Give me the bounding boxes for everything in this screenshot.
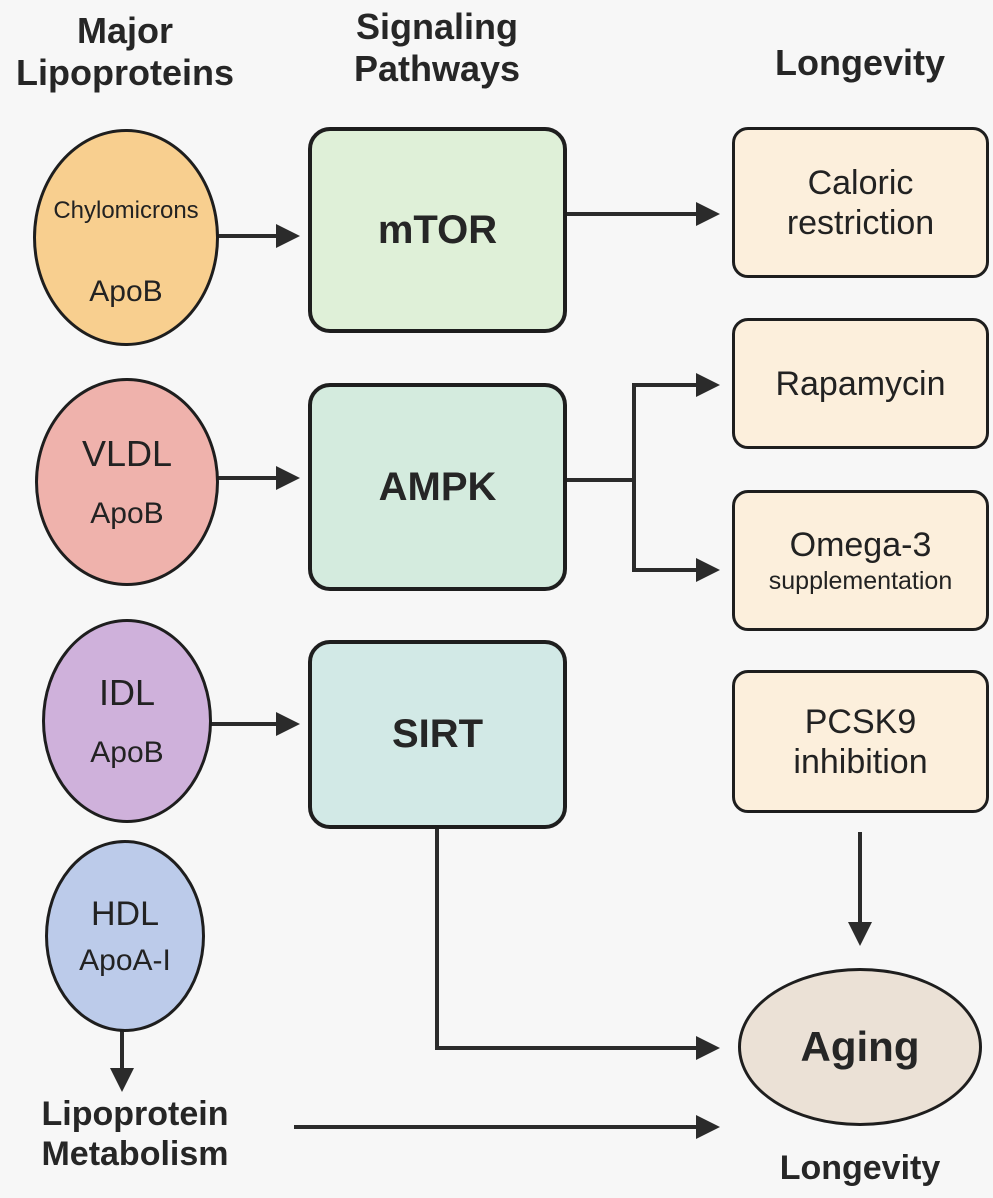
header-line: Major — [76, 10, 173, 51]
node-rapamycin: Rapamycin — [732, 318, 989, 449]
label-longevity-bottom: Longevity — [779, 1149, 941, 1187]
node-label: inhibition — [793, 742, 928, 781]
node-chylomicrons: Chylomicrons ApoB — [33, 129, 219, 346]
node-hdl: HDL ApoA-I — [45, 840, 205, 1032]
label-lipoprotein-metabolism: Lipoprotein Metabolism — [15, 1094, 255, 1174]
node-pcsk9-inhibition: PCSK9 inhibition — [732, 670, 989, 813]
header-longevity: Longevity — [774, 42, 945, 83]
node-label: Omega-3 — [789, 525, 932, 564]
node-label: PCSK9 — [804, 702, 917, 741]
node-sublabel: ApoB — [89, 274, 163, 308]
node-label: HDL — [90, 894, 160, 933]
node-ampk: AMPK — [308, 383, 567, 591]
node-label: Aging — [800, 1023, 920, 1070]
header-line: Signaling — [356, 6, 518, 47]
node-label: AMPK — [378, 464, 497, 509]
node-sublabel: ApoB — [90, 736, 164, 769]
arrow-ampk-to-omega3 — [632, 480, 720, 582]
node-mtor: mTOR — [308, 127, 567, 333]
node-label: Chylomicrons — [53, 196, 199, 224]
arrow-sirt-to-aging — [435, 828, 720, 1060]
node-sublabel: ApoA-I — [79, 943, 171, 977]
node-sublabel: ApoB — [90, 497, 164, 530]
node-label: supplementation — [768, 566, 953, 595]
header-signaling-pathways: Signaling Pathways — [312, 6, 562, 90]
node-caloric-restriction: Caloric restriction — [732, 127, 989, 278]
node-label: Rapamycin — [775, 364, 946, 403]
node-aging: Aging — [738, 968, 982, 1126]
node-idl: IDL ApoB — [42, 619, 212, 823]
label-line: Metabolism — [41, 1135, 229, 1173]
header-line: Pathways — [353, 48, 521, 89]
node-vldl: VLDL ApoB — [35, 378, 219, 586]
node-sirt: SIRT — [308, 640, 567, 829]
header-line: Lipoproteins — [16, 52, 234, 93]
node-label: mTOR — [377, 207, 498, 252]
node-omega3-supplementation: Omega-3 supplementation — [732, 490, 989, 631]
header-major-lipoproteins: Major Lipoproteins — [0, 10, 250, 94]
arrow-ampk-to-rapamycin — [566, 373, 720, 482]
node-label: VLDL — [81, 433, 173, 474]
node-label: Caloric — [807, 163, 914, 202]
label-line: Lipoprotein — [41, 1095, 229, 1133]
node-label: IDL — [98, 672, 156, 713]
node-label: SIRT — [391, 712, 484, 756]
node-label: restriction — [786, 203, 935, 242]
